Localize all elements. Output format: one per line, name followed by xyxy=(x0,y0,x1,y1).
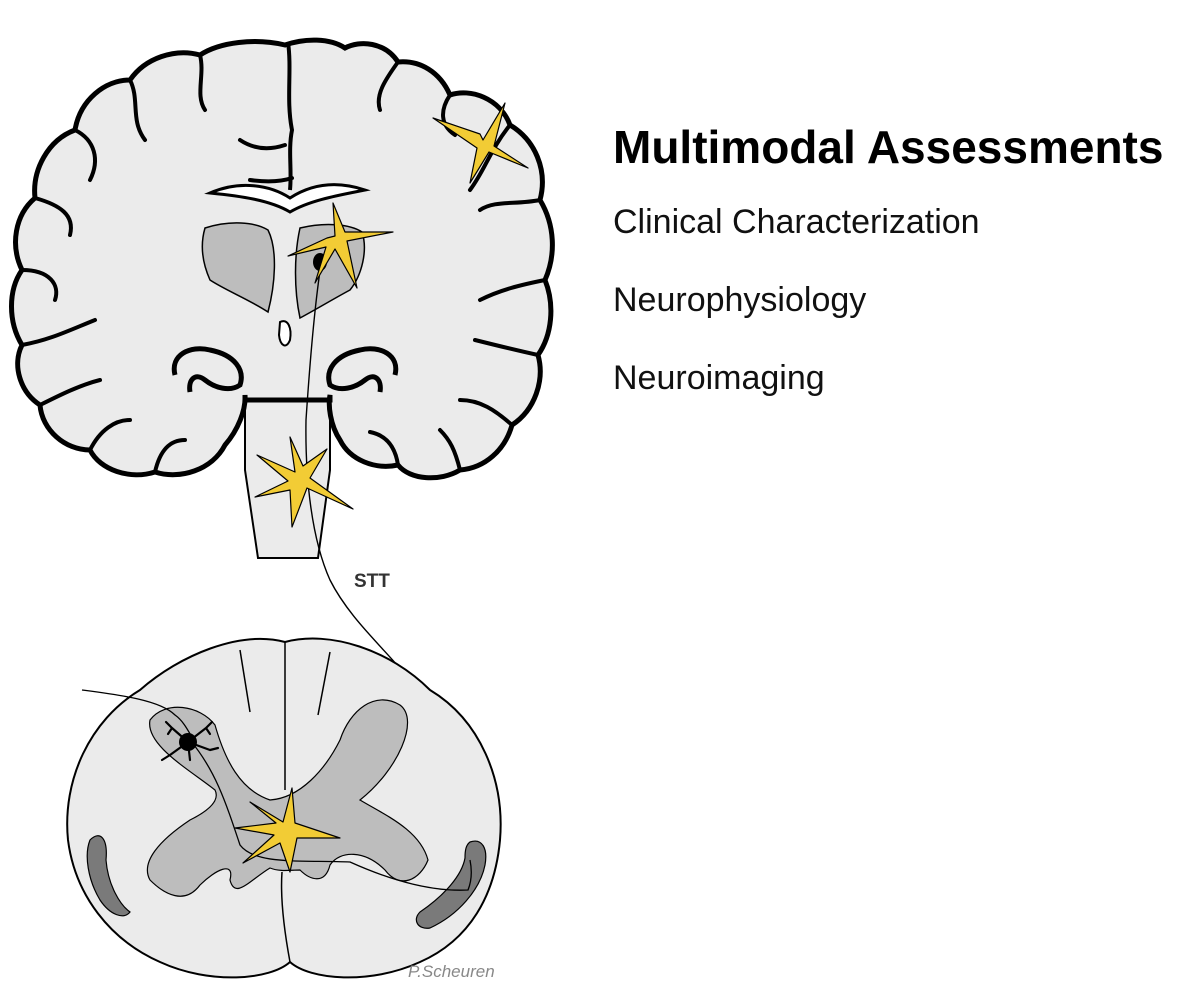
longitudinal-fissure xyxy=(286,41,295,191)
crossing-fiber xyxy=(189,739,472,891)
dorsal-intermediate-sulcus-right xyxy=(317,651,331,716)
sulci xyxy=(20,53,547,474)
assessment-item-neuroimaging: Neuroimaging xyxy=(613,359,825,397)
assessment-item-clinical: Clinical Characterization xyxy=(613,203,980,241)
illustrator-credit: P.Scheuren xyxy=(408,962,495,981)
spinal-cord-section xyxy=(66,637,502,979)
left-deep-gray-matter xyxy=(201,222,276,314)
left-hippocampus xyxy=(171,346,244,393)
lesion-star-icon xyxy=(234,787,341,873)
stt-label: STT xyxy=(354,571,390,592)
panel-title: Multimodal Assessments xyxy=(613,121,1164,173)
lesion-star-icon xyxy=(432,102,529,184)
ventral-median-fissure xyxy=(280,871,291,963)
neuroanatomy-diagram: STT P.Scheuren xyxy=(9,37,555,981)
assessment-item-neurophysiology: Neurophysiology xyxy=(613,281,867,319)
right-lateral-band xyxy=(415,840,487,929)
lesion-star-icon xyxy=(287,202,394,289)
lesion-star-icon xyxy=(254,436,354,528)
brain-coronal-section xyxy=(9,37,555,559)
third-ventricle xyxy=(277,320,292,347)
neuron-icon xyxy=(160,720,220,762)
left-lateral-band xyxy=(86,835,131,917)
assessment-panel: Multimodal Assessments Clinical Characte… xyxy=(613,120,1173,436)
right-hippocampus xyxy=(326,346,399,393)
dorsal-intermediate-sulcus-left xyxy=(239,649,251,713)
corpus-callosum xyxy=(204,183,371,214)
